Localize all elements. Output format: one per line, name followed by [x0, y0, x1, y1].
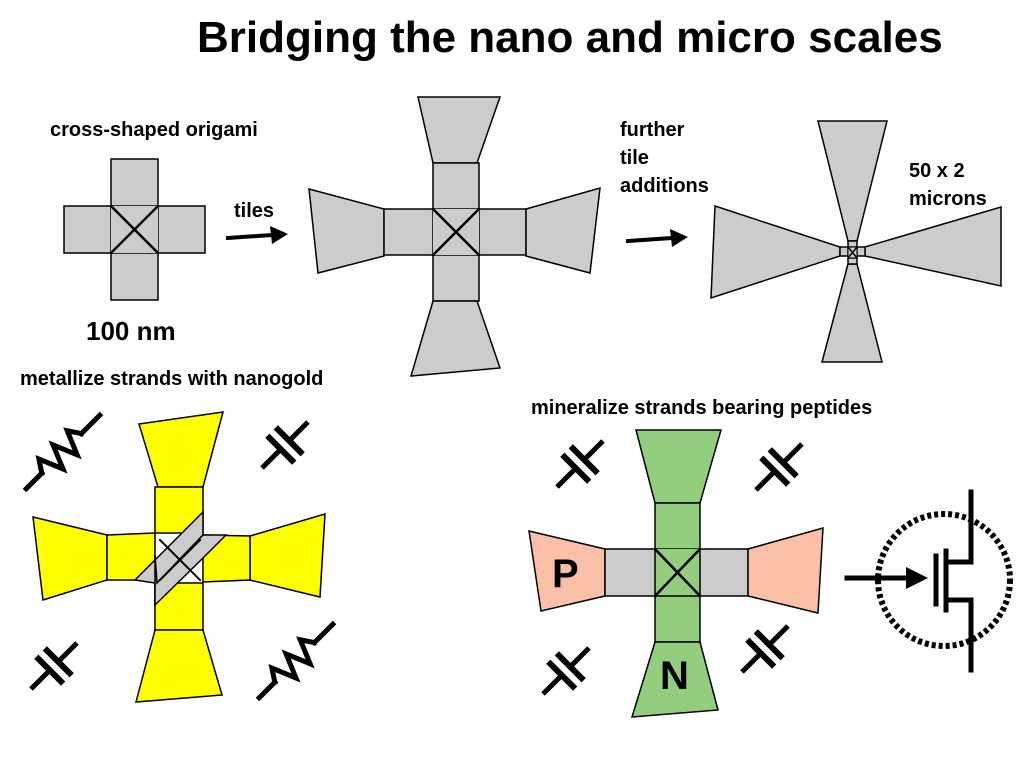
origami-arm-left [63, 205, 112, 254]
size-label-line2: microns [909, 188, 987, 210]
capacitor-icon [541, 646, 591, 696]
further-label-line3: additions [620, 175, 709, 197]
gold-wing-right [249, 512, 326, 598]
cross-origami-label: cross-shaped origami [50, 119, 258, 141]
resistor-icon [255, 620, 337, 702]
further-label-line2: tile [620, 147, 649, 169]
tiles-label: tiles [234, 200, 274, 222]
tiled-cross-shape [308, 96, 601, 377]
scale-bar-label: 100 nm [86, 316, 176, 346]
capacitor-icon [29, 641, 79, 691]
metallized-cross-shape [32, 411, 326, 703]
mosfet-transistor-icon [844, 489, 1013, 673]
p-type-wing-right [747, 526, 824, 614]
micron-wing-bottom [821, 263, 883, 363]
n-region-label: N [660, 654, 689, 698]
arrow-right-icon [625, 229, 688, 247]
page-title: Bridging the nano and micro scales [197, 13, 943, 62]
size-label-line1: 50 x 2 [909, 160, 965, 182]
origami-arm-right [157, 205, 206, 254]
gold-wing-top [138, 411, 225, 488]
micron-wing-top [817, 120, 888, 242]
tile-wing-right [525, 186, 601, 274]
tile-wing-left [308, 187, 385, 274]
capacitor-icon [754, 442, 804, 492]
cross-origami-shape [63, 158, 206, 301]
arrow-right-icon [225, 226, 288, 244]
metallize-label: metallize strands with nanogold [20, 368, 323, 390]
micron-wing-right [864, 205, 1002, 287]
origami-arm-bottom [110, 252, 159, 301]
gold-wing-left [32, 516, 108, 601]
further-label-line1: further [620, 119, 685, 141]
gold-wing-bottom [135, 629, 223, 703]
mineralize-label: mineralize strands bearing peptides [531, 397, 872, 419]
tile-wing-bottom [409, 300, 502, 377]
micron-scale-shape [710, 120, 1002, 363]
capacitor-icon [740, 624, 790, 674]
micron-wing-left [710, 204, 841, 300]
resistor-icon [22, 411, 104, 493]
p-region-label: P [552, 552, 579, 596]
tile-wing-top [417, 96, 502, 164]
origami-arm-top [110, 158, 159, 207]
n-type-wing-top [635, 429, 722, 504]
capacitor-icon [555, 439, 605, 489]
mineralized-cross-shape [528, 429, 824, 718]
capacitor-icon [260, 420, 310, 470]
n-type-wing-bottom [630, 641, 719, 718]
